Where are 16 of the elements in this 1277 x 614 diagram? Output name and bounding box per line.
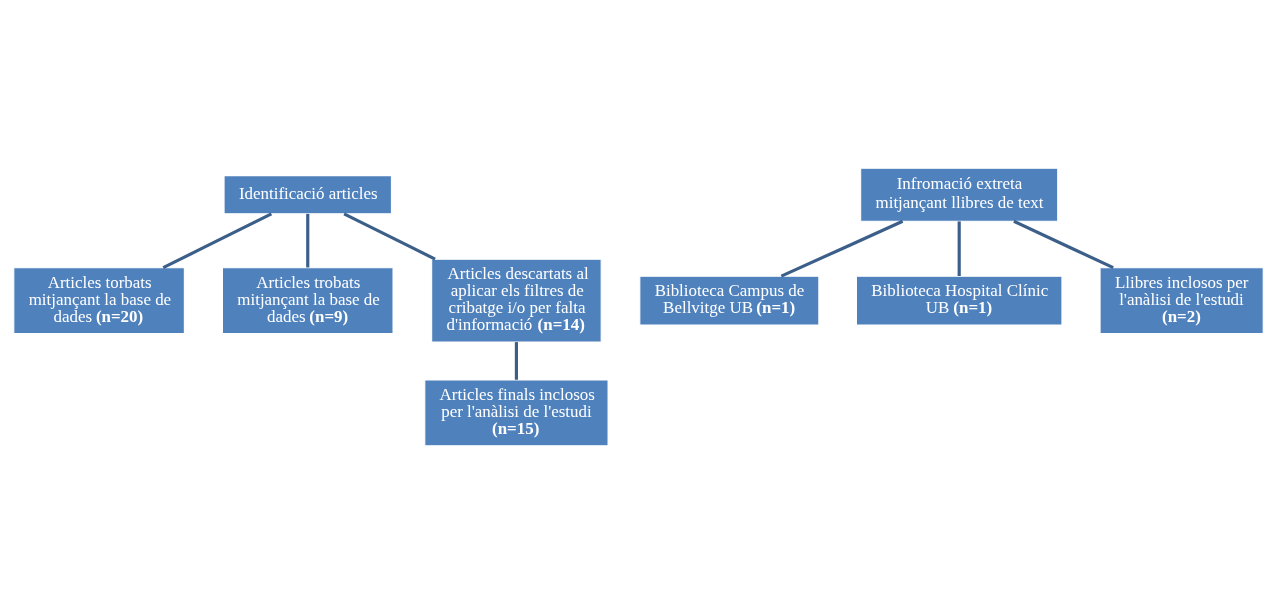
connector <box>162 212 273 270</box>
node-box: Articles trobats mitjançant la base de dades (n=9) <box>221 267 394 334</box>
node-box: Biblioteca Hospital Clínic UB (n=1) <box>855 275 1063 326</box>
node-box: Articles finals inclosos per l'anàlisi de l'estudi (n=15) <box>424 379 609 447</box>
node-box: Llibres inclosos per l'anàlisi de l'estudi (n=2) <box>1099 267 1264 334</box>
connector <box>957 221 961 276</box>
connector <box>1013 219 1114 270</box>
connector <box>306 213 310 268</box>
node-box: Identificació articles <box>223 175 392 215</box>
connector <box>343 212 436 261</box>
node-box: Infromació extreta mitjançant llibres de text <box>860 167 1059 222</box>
node-box: Biblioteca Campus de Bellvitge UB (n=1) <box>639 275 820 326</box>
connector <box>514 342 518 380</box>
connector <box>780 219 904 278</box>
node-box: Articles descartats al aplicar els filtres de cribatge i/o per falta d'informació (n=14) <box>431 258 602 343</box>
node-box: Articles torbats mitjançant la base de dades (n=20) <box>13 267 185 334</box>
